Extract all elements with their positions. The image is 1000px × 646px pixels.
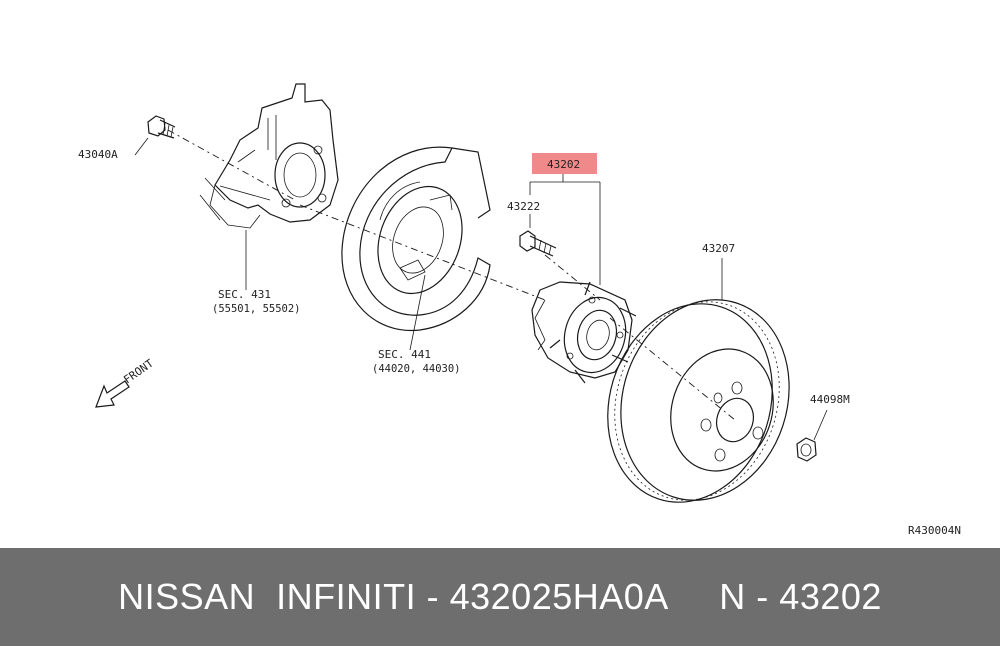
front-direction-arrow (95, 380, 130, 408)
parts-diagram: 43040A SEC. 431 (55501, 55502) SEC. 441 … (78, 83, 961, 537)
backing-plate-sec441[interactable] (341, 146, 491, 332)
label-44098m: 44098M (810, 393, 850, 406)
center-axis-lines (167, 129, 736, 421)
hub-bolt-43222[interactable] (519, 230, 557, 257)
front-label: FRONT (121, 357, 156, 387)
label-43202[interactable]: 43202 (547, 158, 580, 171)
leader-44098m (813, 409, 828, 441)
bolt-43040a[interactable] (147, 115, 176, 139)
diagram-ref-code: R430004N (908, 524, 961, 537)
label-sec441-parts: (44020, 44030) (372, 363, 461, 375)
label-sec431: SEC. 431 (218, 288, 271, 301)
nut-44098m[interactable] (796, 437, 817, 462)
label-sec441: SEC. 441 (378, 348, 431, 361)
hub-assembly-43202[interactable] (531, 281, 637, 384)
leader-43040a (134, 137, 149, 156)
knuckle-sec431[interactable] (199, 83, 339, 229)
brake-rotor-43207[interactable] (583, 278, 815, 524)
label-43040a: 43040A (78, 148, 118, 161)
bracket-43202 (529, 174, 601, 285)
label-43207: 43207 (702, 242, 735, 255)
label-sec431-parts: (55501, 55502) (212, 303, 301, 315)
part-number-banner: NISSAN INFINITI - 432025HA0A N - 43202 (0, 548, 1000, 646)
label-43222: 43222 (507, 200, 540, 213)
leader-sec441 (409, 274, 426, 351)
highlight-43202 (532, 153, 597, 174)
